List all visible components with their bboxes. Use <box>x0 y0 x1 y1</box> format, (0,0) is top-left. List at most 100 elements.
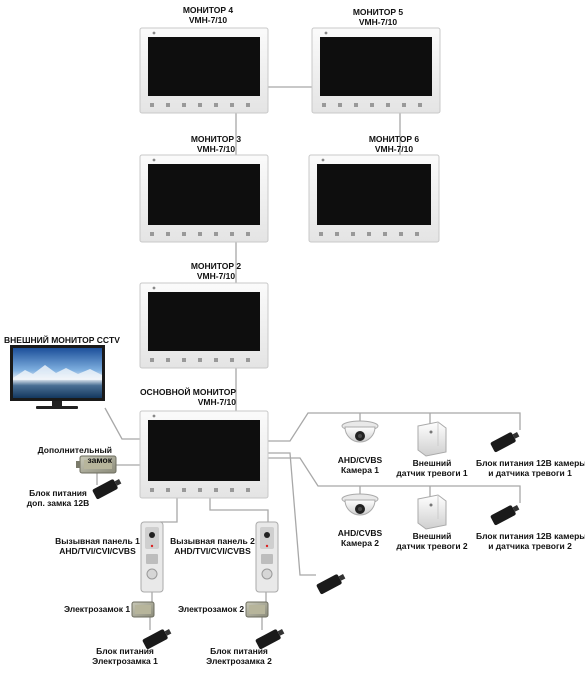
sensor-2-line1: Внешний <box>412 531 452 541</box>
camera-1-line2: Камера 1 <box>340 465 380 475</box>
monitor-5 <box>311 27 441 114</box>
cctv-monitor-label: ВНЕШНИЙ МОНИТОР CCTV <box>4 335 120 345</box>
monitor-logo-icon <box>152 286 156 290</box>
call-panel-icon <box>255 521 279 593</box>
power-supply-icon <box>490 505 520 526</box>
psu-cam-2-line2: и датчика тревоги 2 <box>488 541 572 551</box>
panel-2-label: Вызывная панель 2 AHD/TVI/CVI/CVBS <box>170 536 255 556</box>
power-supply-icon <box>92 479 122 500</box>
monitor-3-model: VMH-7/10 <box>196 144 236 154</box>
monitor-buttons <box>150 103 250 107</box>
call-panel-icon <box>140 521 164 593</box>
power-supply-icon <box>316 574 346 595</box>
monitor-buttons <box>319 232 419 236</box>
sensor-2-line2: датчик тревоги 2 <box>396 541 468 551</box>
monitor-screen <box>148 164 260 225</box>
extra-lock-line1: Дополнительный <box>37 445 112 455</box>
monitor-5-label: МОНИТОР 5 VMH-7/10 <box>346 7 410 27</box>
psu-lock-2-line1: Блок питания <box>210 646 268 656</box>
monitor-3-name: МОНИТОР 3 <box>190 134 242 144</box>
monitor-5-name: МОНИТОР 5 <box>352 7 404 17</box>
extra-lock-psu-line1: Блок питания <box>29 488 87 498</box>
psu-cam-1-label: Блок питания 12В камеры и датчика тревог… <box>476 458 585 478</box>
camera-1-line1: AHD/CVBS <box>337 455 383 465</box>
monitor-logo-icon <box>324 31 328 35</box>
psu-cam-2-label: Блок питания 12В камеры и датчика тревог… <box>476 531 585 551</box>
monitor-2-label: МОНИТОР 2 VMH-7/10 <box>184 261 248 281</box>
power-supply-icon <box>255 629 285 650</box>
monitor-main-model: VMH-7/10 <box>197 397 236 407</box>
panel-1-line1: Вызывная панель 1 <box>55 536 140 546</box>
wire-main-camera2 <box>268 457 521 503</box>
monitor-6-label: МОНИТОР 6 VMH-7/10 <box>362 134 426 154</box>
panel-1-line2: AHD/TVI/CVI/CVBS <box>59 546 136 556</box>
electric-lock-icon <box>131 601 155 618</box>
monitor-buttons <box>150 358 250 362</box>
extra-lock-psu-line2: доп. замка 12В <box>26 498 90 508</box>
psu-lock-1-line2: Электрозамка 1 <box>92 656 158 666</box>
monitor-logo-icon <box>152 414 156 418</box>
monitor-4-model: VMH-7/10 <box>188 15 228 25</box>
monitor-4-name: МОНИТОР 4 <box>182 5 234 15</box>
dome-camera-icon <box>341 420 379 443</box>
lock-2-label: Электрозамок 2 <box>177 604 245 614</box>
camera-2-line2: Камера 2 <box>340 538 380 548</box>
electric-lock-icon <box>76 455 117 474</box>
dome-camera-icon <box>341 493 379 516</box>
camera-1-label: AHD/CVBS Камера 1 <box>330 455 390 475</box>
monitor-main-label: ОСНОВНОЙ МОНИТОР VMH-7/10 <box>130 387 236 407</box>
monitor-2-name: МОНИТОР 2 <box>190 261 242 271</box>
electric-lock-icon <box>245 601 269 618</box>
psu-cam-2-line1: Блок питания 12В камеры <box>476 531 585 541</box>
monitor-buttons <box>322 103 422 107</box>
wires <box>96 86 521 630</box>
monitor-logo-icon <box>152 158 156 162</box>
monitor-logo-icon <box>321 158 325 162</box>
extra-lock-label: Дополнительный замок <box>30 445 112 465</box>
wire-main-camera1 <box>268 412 521 442</box>
wire-main-panel2 <box>209 498 269 522</box>
monitor-5-model: VMH-7/10 <box>358 17 398 27</box>
monitor-screen <box>317 164 431 225</box>
monitor-logo-icon <box>152 31 156 35</box>
psu-cam-1-line1: Блок питания 12В камеры <box>476 458 585 468</box>
sensor-1-label: Внешний датчик тревоги 1 <box>392 458 472 478</box>
wire-main-psu <box>265 452 316 576</box>
monitor-main <box>139 410 269 499</box>
power-supply-icon <box>142 629 172 650</box>
monitor-buttons <box>150 232 250 236</box>
monitor-6-model: VMH-7/10 <box>374 144 414 154</box>
sensor-1-line2: датчик тревоги 1 <box>396 468 468 478</box>
power-supply-icon <box>490 432 520 453</box>
panel-2-line2: AHD/TVI/CVI/CVBS <box>174 546 251 556</box>
extra-lock-psu-label: Блок питания доп. замка 12В <box>22 488 94 508</box>
extra-lock-line2: замок <box>87 455 112 465</box>
alarm-sensor-icon <box>417 421 447 457</box>
wire-main-panel1 <box>160 498 178 523</box>
sensor-1-line1: Внешний <box>412 458 452 468</box>
monitor-screen <box>148 37 260 96</box>
psu-cam-1-line2: и датчика тревоги 1 <box>488 468 572 478</box>
monitor-6 <box>308 154 440 243</box>
wire-cctv-main <box>104 407 147 440</box>
monitor-4 <box>139 27 269 114</box>
monitor-3 <box>139 154 269 243</box>
panel-1-label: Вызывная панель 1 AHD/TVI/CVI/CVBS <box>55 536 140 556</box>
monitor-2-model: VMH-7/10 <box>196 271 236 281</box>
psu-lock-2-line2: Электрозамка 2 <box>206 656 272 666</box>
camera-2-line1: AHD/CVBS <box>337 528 383 538</box>
camera-2-label: AHD/CVBS Камера 2 <box>330 528 390 548</box>
lock-1-label: Электрозамок 1 <box>63 604 131 614</box>
psu-lock-2-label: Блок питания Электрозамка 2 <box>202 646 276 666</box>
psu-lock-1-line1: Блок питания <box>96 646 154 656</box>
monitor-2 <box>139 282 269 369</box>
monitor-buttons <box>150 488 250 492</box>
monitor-6-name: МОНИТОР 6 <box>368 134 420 144</box>
cctv-monitor-icon <box>10 345 105 409</box>
alarm-sensor-icon <box>417 494 447 530</box>
monitor-screen <box>148 420 260 481</box>
monitor-screen <box>148 292 260 351</box>
panel-2-line1: Вызывная панель 2 <box>170 536 255 546</box>
sensor-2-label: Внешний датчик тревоги 2 <box>392 531 472 551</box>
